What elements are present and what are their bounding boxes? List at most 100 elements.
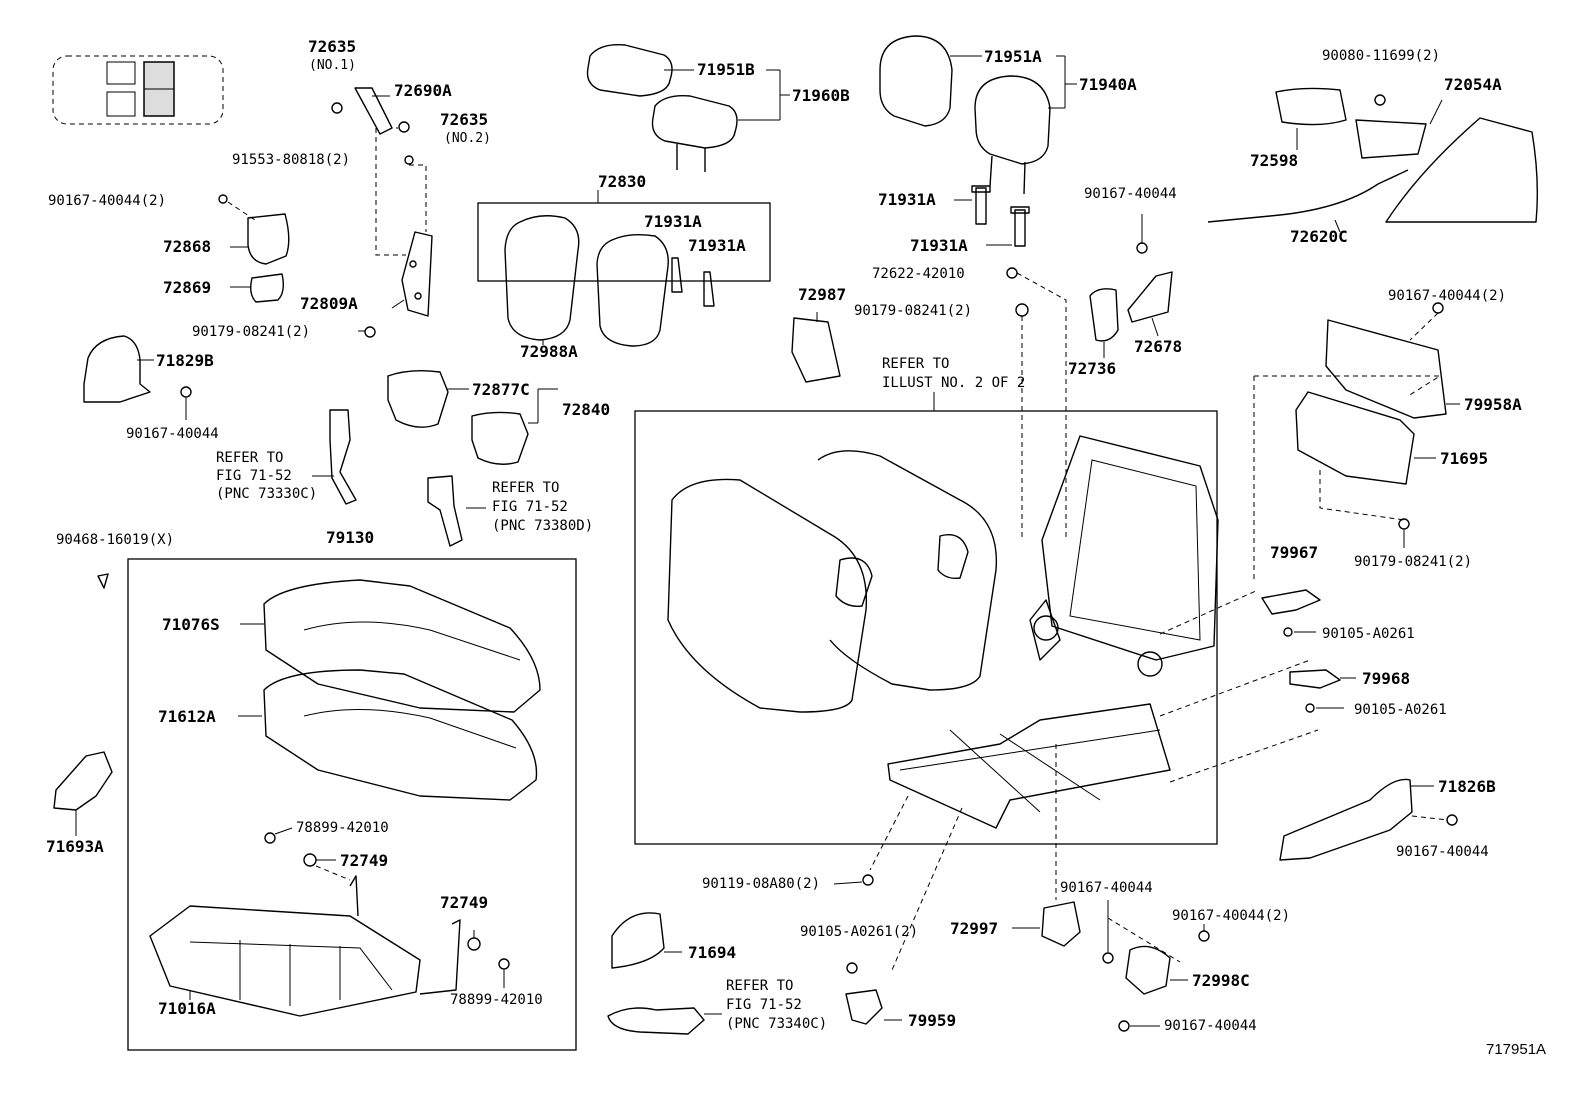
cover-72997-icon [1041, 901, 1081, 947]
part-label: 72598 [1250, 151, 1298, 170]
cover-72877c-icon [387, 369, 529, 465]
headrest-guide-icon [971, 185, 1030, 247]
seat-cushion-frame-icon [149, 875, 461, 1017]
part-label: 71016A [158, 999, 216, 1018]
part-label: 79967 [1270, 543, 1318, 562]
part-label: 71612A [158, 707, 216, 726]
refer-note-line: ILLUST NO. 2 OF 2 [882, 375, 1025, 391]
part-label: 78899-42010 [450, 992, 543, 1008]
part-label: 71960B [792, 86, 850, 105]
nut-icon [1015, 303, 1029, 317]
part-label: 71951A [984, 47, 1042, 66]
refer-note-line: REFER TO [216, 450, 283, 466]
part-label: 90179-08241(2) [854, 303, 972, 319]
part-label: 72998C [1192, 971, 1250, 990]
part-label: 72678 [1134, 337, 1182, 356]
seat-cushion-cover-icon [263, 579, 541, 713]
refer-note-line: REFER TO [492, 480, 559, 496]
part-label: 90167-40044 [1084, 186, 1177, 202]
part-label: 72635 [308, 37, 356, 56]
part-label: 71693A [46, 837, 104, 856]
cover-79959-icon [845, 989, 883, 1025]
seat-track-icon [887, 703, 1171, 829]
part-qualifier: (NO.2) [444, 131, 491, 146]
part-label: 71931A [910, 236, 968, 255]
part-label: 90119-08A80(2) [702, 876, 820, 892]
part-label: 71931A [688, 236, 746, 255]
refer-note-line: REFER TO [882, 356, 949, 372]
refer-note-line: FIG 71-52 [216, 468, 292, 484]
part-label: 71694 [688, 943, 736, 962]
headrest-support-71931a-icon [671, 257, 715, 307]
part-label: 72054A [1444, 75, 1502, 94]
refer-note-line: REFER TO [726, 978, 793, 994]
bolt-icon [846, 962, 858, 974]
seat-belt-buckle-icon [329, 409, 463, 547]
part-label: 71076S [162, 615, 220, 634]
headrest-71940a-icon [974, 75, 1051, 195]
recliner-bracket-icon [331, 87, 433, 338]
side-cover-71826b-icon [1279, 778, 1458, 861]
cable-72620c-icon [1207, 169, 1409, 223]
seatback-cover-icon [667, 450, 998, 713]
part-label: 79130 [326, 528, 374, 547]
seat-cushion-group-box [127, 558, 577, 1051]
refer-note-line: (PNC 73340C) [726, 1016, 827, 1032]
part-label: 72620C [1290, 227, 1348, 246]
part-label: 71951B [697, 60, 755, 79]
part-label: 72988A [520, 342, 578, 361]
bolt-icon [862, 874, 874, 886]
part-label: 90167-40044 [126, 426, 219, 442]
refer-note-line: FIG 71-52 [492, 499, 568, 515]
bracket-72678-icon [1127, 242, 1173, 323]
part-label: 90105-A0261 [1322, 626, 1415, 642]
part-label: 72868 [163, 237, 211, 256]
part-qualifier: (NO.1) [309, 58, 356, 73]
part-label: 91553-80818(2) [232, 152, 350, 168]
part-label: 90105-A0261(2) [800, 924, 918, 940]
nut-icon [303, 853, 317, 867]
part-label: 90468-16019(X) [56, 532, 174, 548]
part-label: 90080-11699(2) [1322, 48, 1440, 64]
part-label: 72997 [950, 919, 998, 938]
cover-72868-icon [218, 194, 290, 265]
side-cover-71693a-icon [53, 751, 113, 811]
part-label: 79958A [1464, 395, 1522, 414]
bolt-icon [1118, 1020, 1130, 1032]
bracket-72736-icon [1089, 288, 1119, 342]
headrest-pad-72988a-icon [504, 215, 669, 347]
cover-71829b-icon [83, 335, 192, 403]
nut-icon [467, 937, 481, 951]
seatback-frame-icon [1029, 435, 1219, 677]
part-label: 90167-40044 [1396, 844, 1489, 860]
part-label: 72749 [440, 893, 488, 912]
belt-anchor-icon [607, 1007, 705, 1035]
part-label: 72809A [300, 294, 358, 313]
part-label: 72877C [472, 380, 530, 399]
headrest-pad-group-box [477, 202, 771, 282]
bolt-icon [264, 832, 276, 844]
refer-note-line: (PNC 73330C) [216, 486, 317, 502]
seat-cushion-pad-icon [263, 669, 538, 801]
lever-72598-icon [1275, 87, 1347, 126]
cover-71694-icon [611, 912, 665, 969]
part-label: 90105-A0261 [1354, 702, 1447, 718]
cover-71695-icon [1295, 391, 1415, 530]
refer-note-line: (PNC 73380D) [492, 518, 593, 534]
part-label: 72749 [340, 851, 388, 870]
part-label: 72635 [440, 110, 488, 129]
bracket-79968-icon [1289, 669, 1341, 713]
part-label: 90179-08241(2) [192, 324, 310, 340]
seatback-group-box [634, 410, 1218, 845]
headrest-71960b-icon [651, 95, 738, 172]
part-label: 71829B [156, 351, 214, 370]
part-label: 71940A [1079, 75, 1137, 94]
lock-72054a-icon [1355, 94, 1427, 159]
part-label: 71931A [644, 212, 702, 231]
part-label: 72690A [394, 81, 452, 100]
bolt-icon [1102, 952, 1114, 964]
seat-side-trim-icon [1385, 117, 1539, 223]
clip-icon [97, 573, 109, 589]
cover-72869-icon [249, 273, 285, 303]
